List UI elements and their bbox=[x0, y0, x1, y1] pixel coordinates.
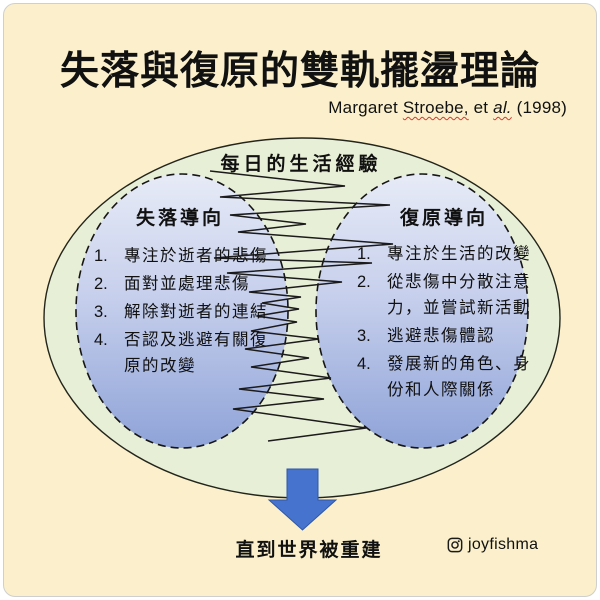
list-item-text: 否認及逃避有關復原的改變 bbox=[124, 331, 268, 375]
instagram-icon bbox=[447, 537, 463, 553]
daily-life-label: 每日的生活經驗 bbox=[220, 154, 382, 175]
list-item-text: 面對並處理悲傷 bbox=[124, 275, 250, 293]
page-title: 失落與復原的雙軌擺盪理論 bbox=[59, 50, 540, 93]
list-item: 4. 發展新的角色、身份和人際關係 bbox=[357, 351, 539, 403]
list-item: 1. 專注於逝者的悲傷 bbox=[94, 243, 276, 269]
list-item: 4. 否認及逃避有關復原的改變 bbox=[94, 327, 276, 379]
restoration-orientation-list: 1. 專注於生活的改變 2. 從悲傷中分散注意力，並嘗試新活動 3. 逃避悲傷體認 4. 發展… bbox=[357, 241, 539, 405]
list-item-number: 3. bbox=[94, 303, 108, 321]
list-item-text: 從悲傷中分散注意力，並嘗試新活動 bbox=[387, 273, 531, 317]
list-item: 2. 從悲傷中分散注意力，並嘗試新活動 bbox=[357, 269, 539, 321]
restoration-orientation-title: 復原導向 bbox=[399, 208, 489, 229]
list-item-number: 4. bbox=[357, 355, 371, 373]
list-item-number: 1. bbox=[94, 247, 108, 265]
list-item-text: 解除對逝者的連結 bbox=[124, 303, 268, 321]
loss-orientation-list: 1. 專注於逝者的悲傷 2. 面對並處理悲傷 3. 解除對逝者的連結 4. 否認及逃避有關復原… bbox=[94, 243, 276, 381]
attribution-author-name: Stroebe, bbox=[402, 98, 469, 117]
list-item-text: 專注於生活的改變 bbox=[387, 245, 531, 263]
attribution-mid: et bbox=[468, 98, 494, 117]
list-item-number: 2. bbox=[357, 273, 371, 291]
list-item: 3. 逃避悲傷體認 bbox=[357, 323, 539, 349]
instagram-handle: joyfishma bbox=[468, 536, 539, 553]
list-item: 3. 解除對逝者的連結 bbox=[94, 299, 276, 325]
loss-orientation-title: 失落導向 bbox=[135, 208, 225, 229]
credit-footer: joyfishma bbox=[447, 536, 538, 554]
list-item-number: 2. bbox=[94, 275, 108, 293]
attribution: Margaret Stroebe, et al. (1998) bbox=[328, 98, 567, 118]
list-item-text: 發展新的角色、身份和人際關係 bbox=[387, 355, 531, 399]
list-item-number: 1. bbox=[357, 245, 371, 263]
list-item-number: 4. bbox=[94, 331, 108, 349]
list-item-text: 逃避悲傷體認 bbox=[387, 327, 495, 345]
down-arrow-icon bbox=[267, 468, 338, 531]
attribution-prefix: Margaret bbox=[328, 98, 403, 117]
oscillation-zigzag bbox=[209, 170, 394, 442]
attribution-etal: al. bbox=[493, 98, 512, 117]
list-item: 2. 面對並處理悲傷 bbox=[94, 271, 276, 297]
attribution-year: (1998) bbox=[511, 98, 567, 117]
arrow-caption: 直到世界被重建 bbox=[235, 540, 383, 561]
list-item: 1. 專注於生活的改變 bbox=[357, 241, 539, 267]
list-item-number: 3. bbox=[357, 327, 371, 345]
list-item-text: 專注於逝者的悲傷 bbox=[124, 247, 268, 265]
